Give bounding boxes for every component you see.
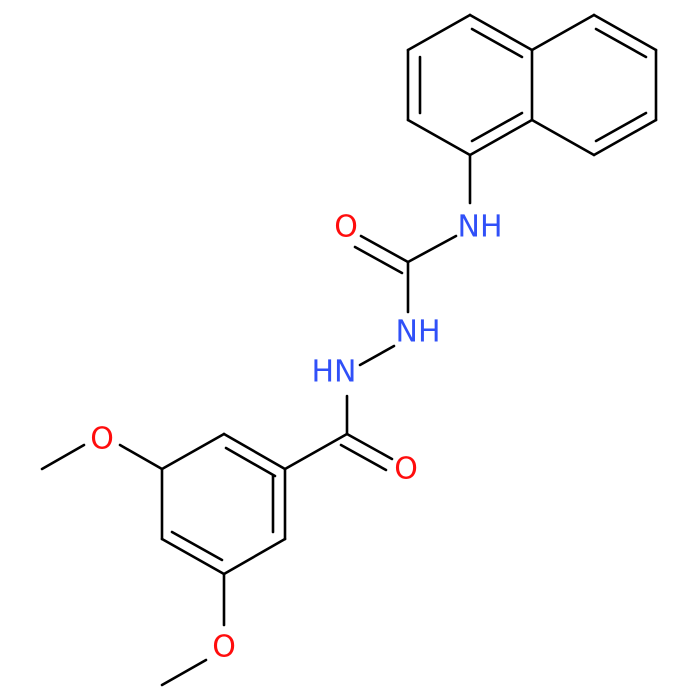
bond [592, 13, 658, 52]
nitrogen-label: NH [396, 315, 441, 350]
bond [530, 118, 596, 157]
bond [118, 443, 164, 471]
bond [406, 13, 472, 52]
bond [594, 27, 648, 59]
bond [170, 530, 224, 562]
nitrogen-label: NH [458, 210, 503, 245]
bond [353, 245, 404, 275]
oxygen-label: O [334, 210, 358, 245]
bond [40, 443, 86, 471]
bond [339, 443, 388, 472]
bond [359, 234, 410, 264]
oxygen-label: O [212, 630, 236, 665]
bond [224, 446, 277, 478]
nitrogen-label: HN [312, 355, 357, 390]
bond [160, 658, 208, 687]
bond [470, 27, 524, 59]
bond [530, 13, 596, 52]
bond [222, 432, 287, 471]
bond [406, 234, 458, 264]
bond [470, 111, 524, 143]
bond [222, 537, 287, 576]
oxygen-label: O [90, 422, 114, 457]
bond [160, 537, 226, 576]
bond [160, 432, 226, 471]
bond [594, 111, 648, 143]
bond [592, 118, 658, 157]
bond [358, 344, 396, 367]
bond [468, 118, 534, 157]
oxygen-label: O [394, 452, 418, 487]
bonds [40, 13, 658, 687]
bond [468, 13, 534, 52]
bond [406, 118, 472, 157]
atom-labels: O O O O HN NH NH [90, 210, 502, 665]
bond [345, 432, 394, 461]
bond [283, 432, 349, 471]
